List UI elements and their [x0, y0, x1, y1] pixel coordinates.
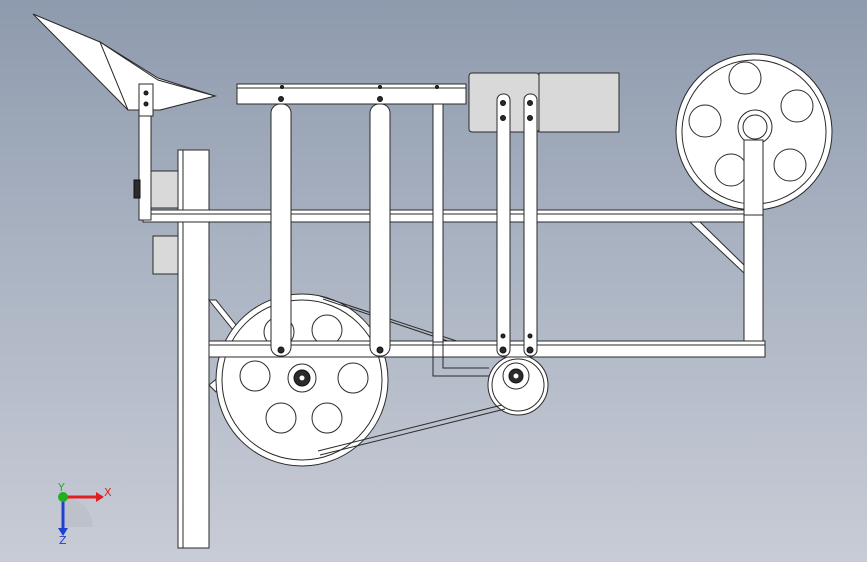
vane-blade	[98, 40, 217, 111]
x-arrow-icon	[96, 492, 104, 502]
right-post-upper	[743, 139, 764, 216]
slider-rods	[496, 93, 538, 357]
z-arrow-icon	[58, 528, 68, 536]
x-axis-label: X	[104, 486, 112, 499]
vane-mast	[138, 109, 152, 221]
upper-block	[150, 170, 179, 209]
lower-block	[152, 235, 179, 275]
right-wheel	[675, 53, 833, 211]
vane-clamp	[138, 83, 154, 117]
bracket	[133, 179, 141, 199]
small-pulley	[487, 354, 549, 416]
coordinate-triad: X Y Z	[57, 481, 112, 547]
bent-rod	[432, 342, 489, 377]
upper-rail	[142, 209, 746, 223]
y-axis-dot-icon	[58, 492, 68, 502]
right-brace	[688, 221, 745, 275]
motor-box	[538, 72, 620, 133]
top-bar	[236, 83, 467, 105]
z-axis-label: Z	[59, 534, 67, 547]
y-axis-label: Y	[57, 481, 65, 494]
lower-rail	[208, 340, 766, 358]
connecting-links	[270, 103, 444, 357]
